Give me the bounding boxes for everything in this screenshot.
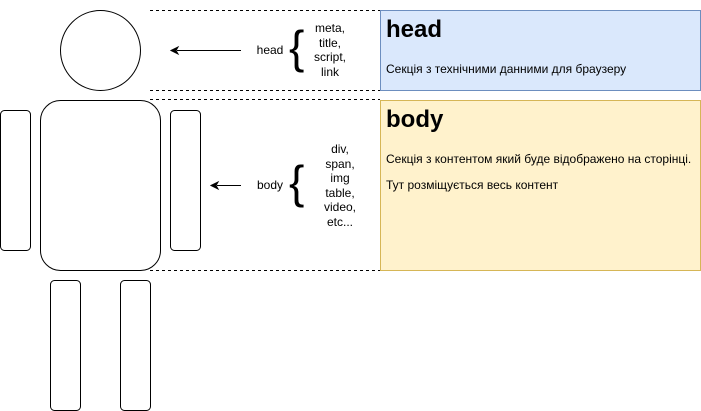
- head-panel-description: Секція з технічними данними для браузеру: [386, 62, 627, 76]
- head-tag-list: meta, title, script, link: [306, 21, 354, 79]
- head-tag: meta,: [314, 21, 345, 35]
- figure-left-leg: [50, 280, 81, 411]
- body-tag: video,: [323, 200, 357, 214]
- body-brace-icon: {: [289, 156, 305, 208]
- figure-left-arm: [0, 110, 31, 251]
- body-panel-description-extra: Тут розміщується весь контент: [386, 178, 559, 192]
- figure-torso: [40, 100, 161, 271]
- head-tag: link: [320, 64, 339, 79]
- body-tag: etc...: [326, 214, 353, 229]
- body-tag: div,: [331, 142, 349, 156]
- body-tag: img: [330, 171, 350, 185]
- body-arrow-icon: [209, 180, 241, 191]
- head-brace-icon: {: [289, 21, 305, 73]
- figure-right-leg: [120, 280, 151, 411]
- body-label: body: [256, 178, 284, 192]
- body-panel: body Секція з контентом який буде відобр…: [380, 100, 701, 271]
- head-arrow-icon: [169, 45, 241, 56]
- figure-right-arm: [170, 110, 201, 251]
- figure-head: [60, 10, 141, 91]
- head-panel-title: head: [386, 16, 443, 43]
- body-tag: table,: [325, 185, 355, 200]
- body-panel-description: Секція з контентом який буде відображено…: [386, 152, 692, 166]
- body-panel-title: body: [386, 106, 444, 133]
- head-label: head: [256, 43, 284, 57]
- body-tag: span,: [325, 156, 355, 171]
- head-tag: script,: [313, 50, 346, 64]
- body-tag-list: div, span, img table, video, etc...: [318, 142, 362, 229]
- head-panel: head Секція з технічними данними для бра…: [380, 10, 701, 91]
- head-tag: title,: [318, 35, 341, 50]
